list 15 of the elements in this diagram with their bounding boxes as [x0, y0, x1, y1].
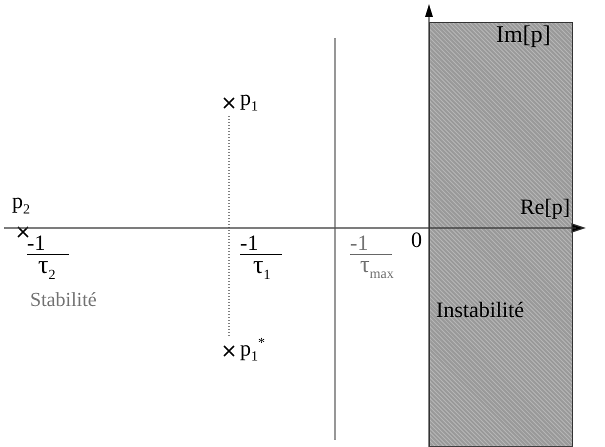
pole-label: p$_{2}$ [12, 190, 30, 220]
region-label: Instabilité [436, 297, 524, 323]
text-label: τ$_{1}$ [253, 254, 270, 286]
instability-region [429, 22, 573, 447]
fraction-numerator: -1 [27, 232, 69, 255]
text-label: 0 [411, 229, 422, 251]
text-label: τ$_{max}$ [360, 254, 394, 284]
pole-label: p$_{1}$ [240, 85, 258, 117]
text-label: Im[p] [496, 24, 551, 46]
text-label: Stabilité [30, 289, 97, 311]
fraction-numerator: -1 [240, 232, 282, 255]
fraction-numerator: -1 [350, 232, 392, 255]
text-label: Re[p] [520, 196, 570, 218]
text-label: τ$_{2}$ [38, 254, 56, 286]
dotted-line [228, 116, 230, 338]
